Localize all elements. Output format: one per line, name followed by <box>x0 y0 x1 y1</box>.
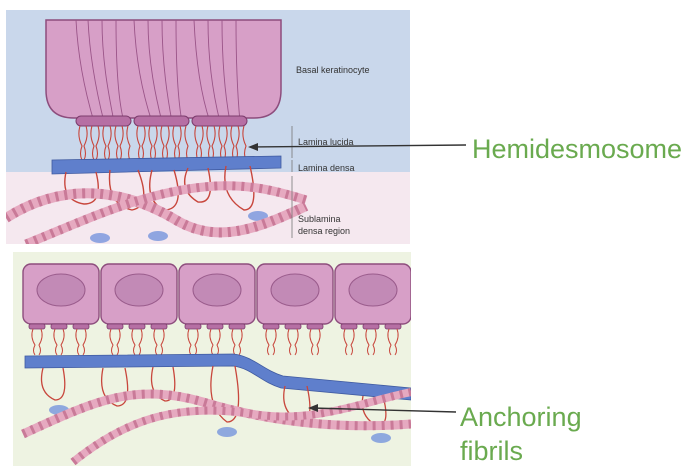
callout-hemidesmosome: Hemidesmosome <box>472 134 682 165</box>
callout-fibrils: fibrils <box>460 436 523 467</box>
callout-anchoring: Anchoring <box>460 402 582 433</box>
anchoring-fibrils-arrowhead <box>308 404 318 412</box>
anchoring-fibrils-pointer <box>312 408 456 412</box>
hemidesmosome-arrowhead <box>248 143 258 151</box>
hemidesmosome-pointer <box>252 145 466 147</box>
